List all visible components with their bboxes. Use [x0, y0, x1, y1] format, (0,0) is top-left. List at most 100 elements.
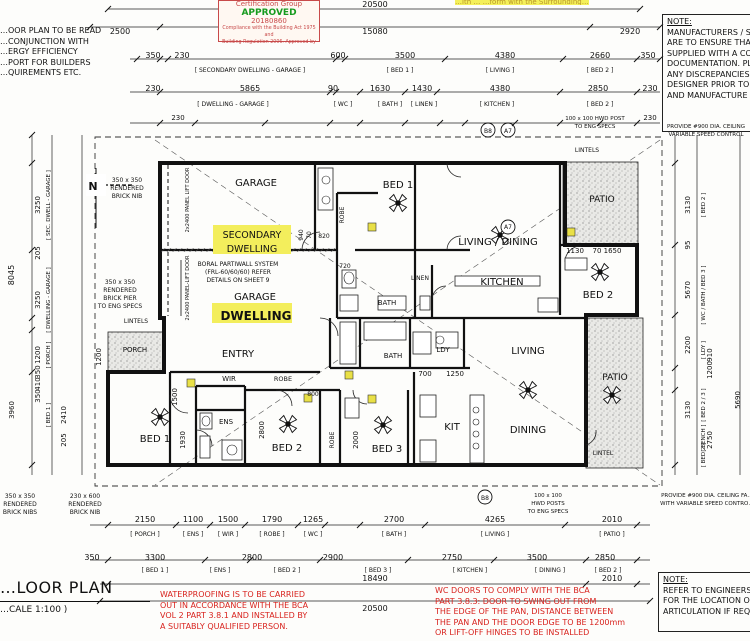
dimension-tick	[636, 5, 644, 13]
room-label-robe-bed3: ROBE	[329, 431, 336, 448]
dimension-tick	[28, 314, 36, 322]
dimension-tick	[133, 55, 141, 63]
dimension-tick	[356, 88, 364, 96]
bottom-dim-room-label: [ PATIO ]	[599, 531, 625, 538]
bottom-dim-room-label: [ BED 1 ]	[142, 567, 169, 574]
room-label-kit: KIT	[444, 422, 461, 433]
bottom-dim-row2: 3300	[145, 553, 165, 562]
top-dim-row2: 3500	[395, 51, 415, 60]
slab-outline	[94, 136, 663, 487]
dimension-tick	[164, 55, 172, 63]
stamp-number: 20180860	[251, 17, 287, 25]
dimension-tick	[316, 556, 324, 564]
dimension-tick	[104, 5, 112, 13]
dimension-tick	[401, 119, 409, 127]
left-dim-segment: 410	[34, 377, 42, 390]
bottom-dim-row3: 18490	[362, 574, 387, 583]
left-dim-segment: 205	[60, 433, 68, 446]
dim-700: 700	[418, 370, 431, 378]
fixtures	[199, 167, 588, 464]
dimension-tick	[633, 556, 641, 564]
dimension-tick	[561, 521, 569, 529]
bottom-dim-room-label: [ KITCHEN ]	[453, 567, 488, 574]
dimension-tick	[28, 131, 36, 139]
dimension-tick	[582, 580, 590, 588]
smoke-detector-icon	[367, 222, 377, 232]
dimension-tick	[86, 23, 94, 31]
top-dim-row3: 2850	[588, 84, 608, 93]
wc-note-line: THE PAN AND THE DOOR EDGE TO BE 1200mm	[435, 617, 626, 627]
top-dim-row1: 2500	[110, 27, 130, 36]
bottom-dim-row2: 2900	[323, 553, 343, 562]
callout-fan-bottom: PROVIDE #900 DIA. CEILING FA…	[661, 493, 750, 499]
right-note-line: MANUFACTURERS / SUB…	[667, 27, 750, 37]
dimension-tick	[671, 311, 679, 319]
callout-brick-nibs: RENDERED	[3, 501, 37, 508]
bottom-dim-room-label: [ BATH ]	[382, 531, 406, 538]
bottom-dim-row2: 2850	[595, 553, 615, 562]
dimension-tick	[596, 119, 604, 127]
top-dim-room-label: [ KITCHEN ]	[480, 101, 515, 108]
callout-brick-nib-2: 230 x 600	[70, 493, 100, 500]
room-label-bed2-right: BED 2	[583, 290, 613, 301]
top-dim-row1: 2920	[620, 27, 640, 36]
callout-brick-nib-2: BRICK NIB	[70, 509, 100, 516]
waterproofing-line: OUT IN ACCORDANCE WITH THE BCA	[160, 600, 309, 610]
right-dim-segment: 95	[684, 241, 692, 250]
right-dim-segment: 5690	[734, 391, 742, 409]
right-note-line: SUPPLIED WITH A CON…	[667, 48, 750, 58]
wc-note-line: WC DOORS TO COMPLY WITH THE BCA	[435, 586, 590, 595]
callout-lintels: LINTELS	[575, 147, 599, 154]
callout-partiwall: DETAILS ON SHEET 9	[207, 277, 270, 284]
waterproofing-line: WATERPROOFING IS TO BE CARRIED	[160, 590, 306, 599]
dimension-tick	[490, 556, 498, 564]
room-label-wir: WIR	[222, 375, 236, 383]
right-note-line: ARE TO ENSURE THAT…	[667, 38, 750, 47]
callout-brick-pier: RENDERED	[103, 287, 137, 294]
bottom-dim-room-label: [ PORCH ]	[130, 531, 159, 538]
bottom-dim-row1: 2700	[384, 515, 404, 524]
north-label: N	[88, 180, 97, 193]
dimension-tick	[556, 119, 564, 127]
top-dim-row3: 230	[145, 84, 160, 93]
bottom-dim-row1: 2150	[135, 515, 155, 524]
left-dim-room-label: [ SEC. DWELL - GARAGE ]	[46, 170, 52, 240]
bottom-dim-row2: 2750	[442, 553, 462, 562]
callout-post-bottom: TO ENG SPECS	[527, 509, 569, 515]
dimension-label: 230	[643, 114, 656, 122]
right-note-line: DOCUMENTATION. PLEA…	[667, 59, 750, 68]
top-dim-row3: 4380	[490, 84, 510, 93]
dim-2800: 2800	[258, 421, 266, 439]
top-dim-row2: 2660	[590, 51, 610, 60]
dimension-tick	[633, 119, 641, 127]
dim-800: 800	[307, 391, 319, 398]
ceiling-fan-icon	[518, 380, 538, 400]
section-marker-label: B8	[484, 128, 492, 135]
room-label-dining: DINING	[510, 425, 546, 436]
room-label-patio-right: PATIO	[602, 373, 628, 383]
bottom-dim-room-label: [ BED 2 ]	[274, 567, 301, 574]
callout-post-top: 100 x 100 HWD POST	[565, 116, 625, 122]
dimension-tick	[671, 386, 679, 394]
dimension-tick	[441, 55, 449, 63]
dimension-tick	[156, 88, 164, 96]
dimension-tick	[671, 461, 679, 469]
room-label-living: LIVING	[511, 346, 545, 357]
dim-1130: 1130	[566, 247, 584, 255]
left-dim-room-label: [ DWELLING - GARAGE ]	[46, 267, 52, 333]
dim-70-1650: 70 1650	[593, 247, 622, 255]
top-dim-row2: 350	[640, 51, 655, 60]
top-dim-room-label: [ DWELLING - GARAGE ]	[197, 101, 269, 108]
right-dim-room-label: [ LDY ]	[701, 341, 707, 359]
dimension-tick	[559, 55, 567, 63]
smoke-detector-icon	[367, 394, 377, 404]
room-label-living-dining: LIVING / DINING	[458, 237, 538, 248]
bottom-dim-row1: 1790	[262, 515, 282, 524]
callout-post-top: TO ENG SPECS	[574, 124, 616, 130]
callout-post-bottom: HWD POSTS	[531, 501, 565, 507]
dimension-tick	[261, 119, 269, 127]
left-dim-total: 8045	[7, 265, 16, 285]
right-dim-room-label: [ BED 2 ]	[701, 193, 707, 218]
